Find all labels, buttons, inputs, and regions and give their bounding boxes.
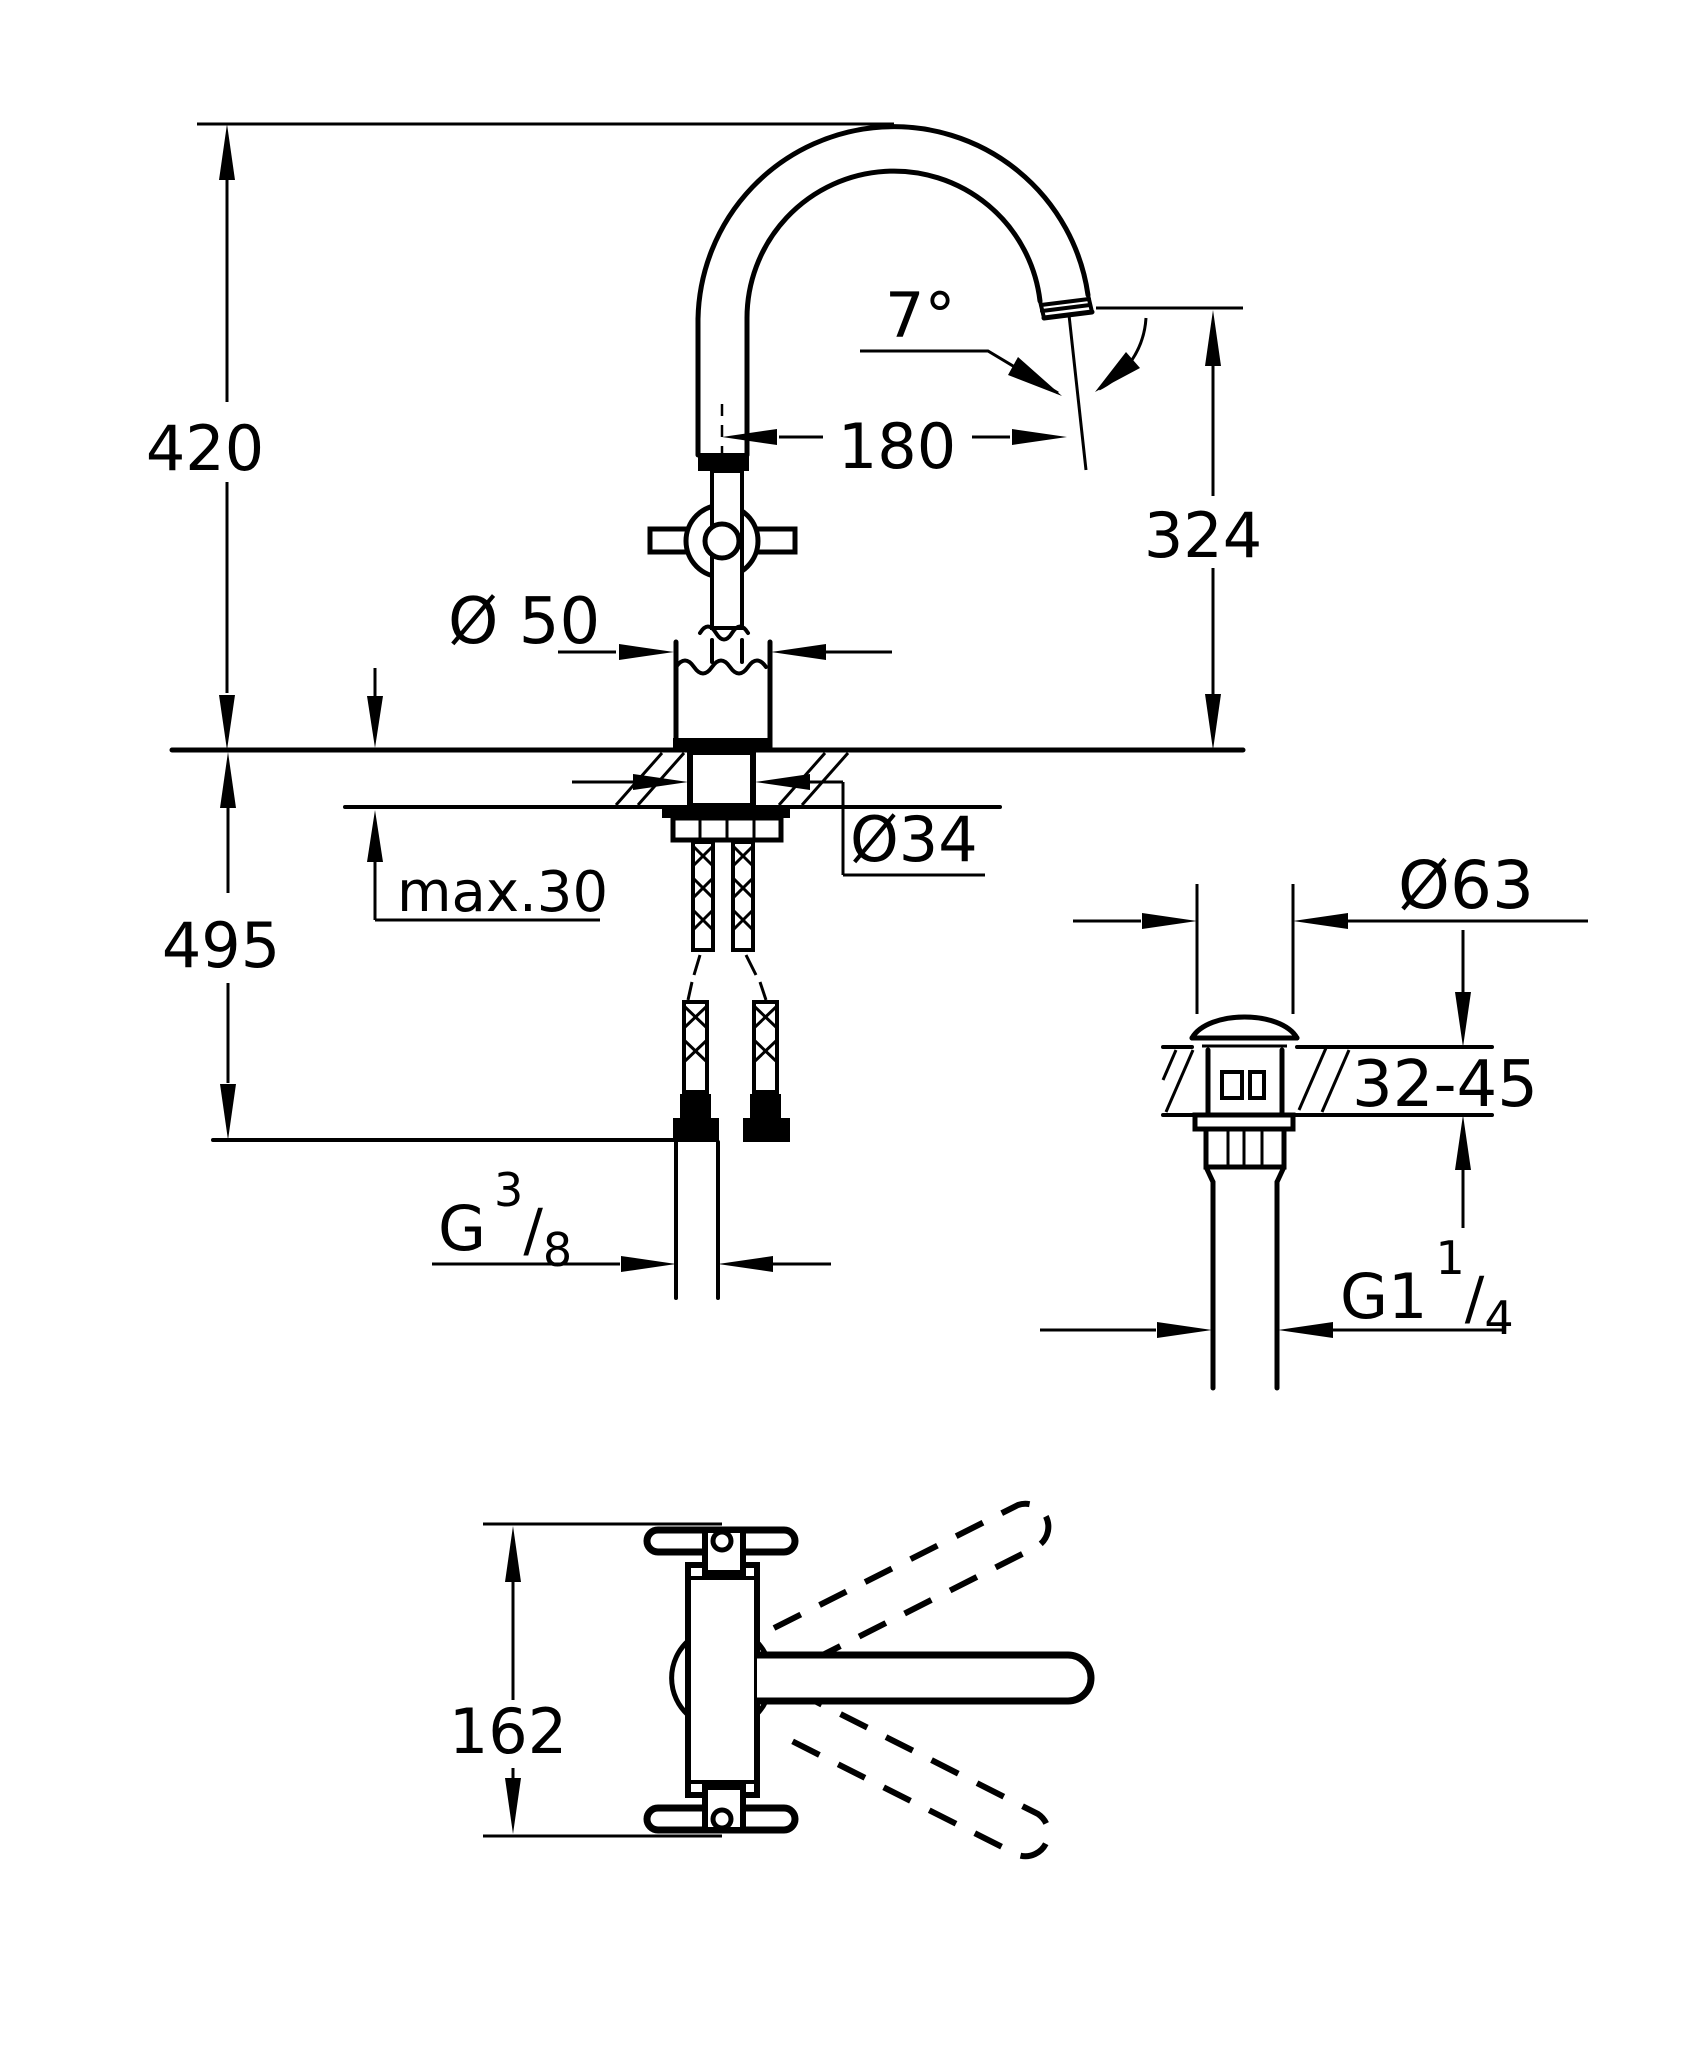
dimension-max-deck-thickness: max.30 (367, 668, 608, 925)
dim-label-spout-angle: 7° (885, 279, 955, 352)
arrowhead-up (367, 810, 383, 862)
dimension-deck-thickness-range: 32-45 (1352, 930, 1538, 1228)
spout-nut (698, 453, 749, 471)
dim-label-max-deck-thickness: max.30 (397, 860, 608, 925)
arrowhead-down (367, 696, 383, 748)
dim-label-spout-reach: 180 (838, 410, 956, 483)
dim-label-hole-diameter: Ø34 (850, 803, 978, 876)
arrowhead-right (633, 774, 688, 790)
arrowhead-right (1157, 1322, 1212, 1338)
pop-up-waste-body (1189, 1014, 1300, 1391)
cross-handle-bottom (643, 1784, 799, 1834)
dim-label-body-diameter: Ø 50 (448, 585, 600, 659)
top-view-faucet: 162 (449, 1500, 1095, 1860)
handle-screw (710, 1529, 734, 1553)
shank-assembly (662, 749, 790, 1300)
handle-hub-inner (702, 521, 742, 561)
arrowhead-up (1205, 310, 1221, 366)
arrowhead-down (1455, 992, 1471, 1047)
supply-hoses-lower (682, 1000, 779, 1094)
dim-label-outlet-height: 324 (1144, 499, 1262, 572)
arrowhead-right (621, 1256, 676, 1272)
valve-body-and-handle (647, 453, 798, 752)
arrowhead-left (1293, 913, 1348, 929)
dimension-outlet-height: 324 (1096, 306, 1262, 750)
arrowhead-down (505, 1778, 521, 1834)
annotation-spout-angle: 7° (860, 279, 1148, 396)
spout-inner-arc (744, 168, 1043, 322)
dimension-waste-thread: G11/4 (1040, 1231, 1514, 1345)
dim-label-deck-thickness-range: 32-45 (1352, 1048, 1538, 1122)
drain-deck-section (1161, 1045, 1494, 1117)
arrowhead-down (220, 1084, 236, 1140)
arrowhead-up (220, 752, 236, 808)
spout-gooseneck (695, 124, 1095, 464)
arrowhead (1008, 357, 1062, 396)
dimension-body-diameter: Ø 50 (448, 585, 892, 660)
arrowhead-left (755, 774, 810, 790)
dim-label-overall-height: 420 (146, 412, 264, 485)
arrowhead-right (1142, 913, 1197, 929)
arrowhead-right (619, 644, 674, 660)
arrowhead-down (219, 695, 235, 750)
outlet-direction-line (1067, 314, 1088, 471)
cross-handle-top (643, 1526, 799, 1576)
spout-outer-arc (695, 124, 1091, 322)
hose-break-dashes (686, 954, 768, 1001)
dim-label-flange-diameter: Ø63 (1398, 847, 1534, 924)
supply-hoses-upper (691, 840, 755, 952)
dimension-flange-diameter: Ø63 (1073, 847, 1588, 929)
arrowhead-up (1455, 1115, 1471, 1170)
dimension-supply-thread: G3/8 (432, 1163, 831, 1277)
dimension-hole-diameter: Ø34 (572, 774, 985, 877)
arrowhead-up (219, 124, 235, 180)
washer (662, 806, 790, 818)
swivel-spout-upper-dashed (772, 1500, 1052, 1672)
hose-connector-nuts (673, 1094, 790, 1142)
base-circle-left-arc (669, 1638, 691, 1718)
arrowhead-left (1278, 1322, 1333, 1338)
spout-outlet-tip (1038, 293, 1095, 321)
swivel-spout-lower-dashed (772, 1688, 1052, 1860)
break-squiggle-lower (674, 658, 768, 676)
body-top-view (685, 1562, 760, 1798)
waste-cap-dome (1189, 1014, 1300, 1041)
base-flange (673, 738, 770, 752)
arrowhead-right (1012, 429, 1067, 445)
dim-label-waste-thread: G11/4 (1340, 1231, 1514, 1345)
arrowhead-left (771, 644, 826, 660)
side-view-faucet: 420 495 max.30 Ø 50 (146, 122, 1262, 1300)
arrowhead-left (722, 429, 777, 445)
arrowhead-down (1205, 694, 1221, 750)
arrowhead-left (718, 1256, 773, 1272)
break-squiggle-upper (698, 624, 750, 642)
dim-label-supply-thread: G3/8 (438, 1163, 572, 1277)
dimension-below-deck-depth: 495 (162, 752, 280, 1140)
arrowhead-up (505, 1526, 521, 1582)
spout-top-view (757, 1651, 1095, 1705)
dimension-spout-reach: 180 (722, 314, 1088, 483)
drain-detail-view: Ø63 (1040, 847, 1588, 1391)
dimension-overall-height: 420 (146, 124, 264, 750)
arc-arrowhead (1095, 352, 1140, 392)
dim-label-below-deck-depth: 495 (162, 909, 280, 982)
dimension-handle-span: 162 (449, 1522, 722, 1838)
threaded-shank (687, 749, 756, 809)
dim-label-handle-span: 162 (449, 1695, 567, 1768)
handle-screw (710, 1807, 734, 1831)
